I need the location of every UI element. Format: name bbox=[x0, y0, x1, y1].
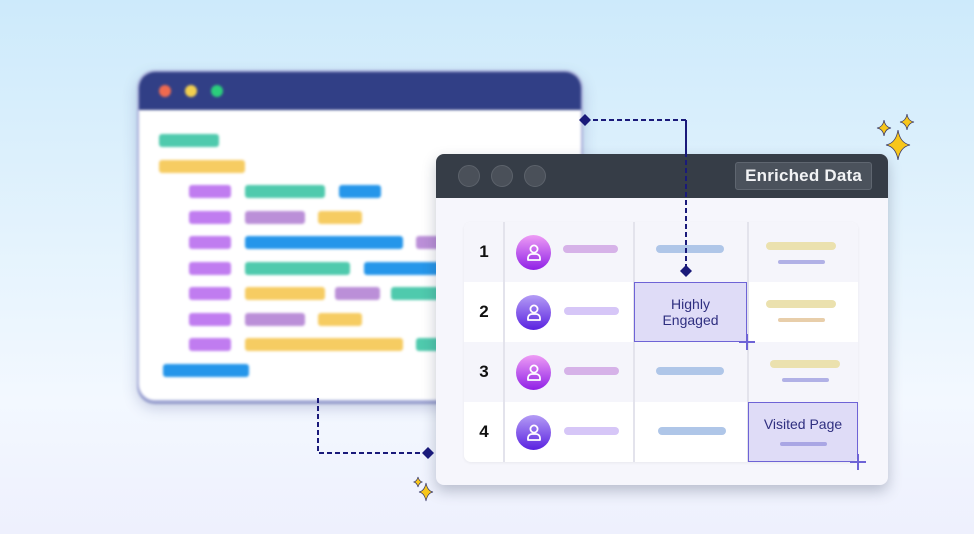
sparkle-icon bbox=[412, 476, 434, 502]
crosshair-cursor-icon bbox=[739, 334, 755, 350]
placeholder-name-bar bbox=[563, 245, 618, 253]
source-window-titlebar bbox=[139, 72, 581, 110]
tag-text: Visited Page bbox=[763, 416, 843, 432]
minimize-dot-icon bbox=[185, 85, 197, 97]
enriched-window-titlebar: Enriched Data bbox=[436, 154, 888, 198]
column-divider bbox=[503, 222, 505, 462]
close-dot-icon bbox=[159, 85, 171, 97]
window-dot-icon bbox=[491, 165, 513, 187]
avatar bbox=[516, 415, 551, 450]
code-line-placeholder bbox=[159, 134, 219, 147]
row-index: 4 bbox=[479, 422, 489, 441]
code-line-placeholder bbox=[391, 287, 441, 300]
person-icon bbox=[526, 304, 541, 321]
highly-engaged-tag: Highly Engaged bbox=[634, 282, 747, 342]
person-icon bbox=[526, 424, 541, 441]
code-line-placeholder bbox=[364, 262, 444, 275]
row-index: 3 bbox=[479, 362, 489, 381]
placeholder-data-bar bbox=[766, 242, 836, 250]
row-index: 2 bbox=[479, 302, 489, 321]
code-line-placeholder bbox=[245, 313, 305, 326]
code-line-placeholder bbox=[339, 185, 381, 198]
code-line-placeholder bbox=[159, 160, 245, 173]
code-line-placeholder bbox=[245, 262, 350, 275]
row-index: 1 bbox=[479, 242, 489, 261]
avatar bbox=[516, 355, 551, 390]
placeholder-name-bar bbox=[564, 427, 619, 435]
avatar bbox=[516, 235, 551, 270]
code-line-placeholder bbox=[318, 211, 362, 224]
code-line-placeholder bbox=[189, 185, 231, 198]
placeholder-data-bar bbox=[778, 260, 825, 264]
code-line-placeholder bbox=[245, 185, 325, 198]
visited-page-tag: Visited Page bbox=[748, 402, 858, 462]
sparkle-icon bbox=[876, 113, 915, 161]
placeholder-data-bar bbox=[779, 442, 827, 446]
enriched-data-window: Enriched Data 1 2 3 4 bbox=[436, 154, 888, 485]
tag-text: Engaged bbox=[662, 312, 719, 328]
code-line-placeholder bbox=[189, 211, 231, 224]
code-line-placeholder bbox=[163, 364, 249, 377]
placeholder-data-bar bbox=[770, 360, 840, 368]
code-line-placeholder bbox=[189, 262, 231, 275]
avatar bbox=[516, 295, 551, 330]
code-line-placeholder bbox=[189, 338, 231, 351]
code-line-placeholder bbox=[189, 236, 231, 249]
column-divider bbox=[633, 222, 635, 462]
window-dot-icon bbox=[524, 165, 546, 187]
placeholder-data-bar bbox=[658, 427, 726, 435]
code-line-placeholder bbox=[189, 287, 231, 300]
placeholder-data-bar bbox=[778, 318, 825, 322]
placeholder-name-bar bbox=[564, 367, 619, 375]
person-icon bbox=[526, 244, 541, 261]
person-icon bbox=[526, 364, 541, 381]
tag-text: Highly bbox=[671, 296, 710, 312]
code-line-placeholder bbox=[335, 287, 380, 300]
placeholder-data-bar bbox=[656, 245, 724, 253]
window-title: Enriched Data bbox=[735, 162, 872, 190]
placeholder-data-bar bbox=[766, 300, 836, 308]
maximize-dot-icon bbox=[211, 85, 223, 97]
placeholder-data-bar bbox=[656, 367, 724, 375]
code-line-placeholder bbox=[245, 211, 305, 224]
code-line-placeholder bbox=[189, 313, 231, 326]
code-line-placeholder bbox=[245, 338, 403, 351]
window-dot-icon bbox=[458, 165, 480, 187]
crosshair-cursor-icon bbox=[850, 454, 866, 470]
code-line-placeholder bbox=[318, 313, 362, 326]
code-line-placeholder bbox=[245, 236, 403, 249]
enriched-data-table: 1 2 3 4 Highly bbox=[464, 222, 858, 462]
placeholder-data-bar bbox=[782, 378, 829, 382]
placeholder-name-bar bbox=[564, 307, 619, 315]
code-line-placeholder bbox=[245, 287, 325, 300]
